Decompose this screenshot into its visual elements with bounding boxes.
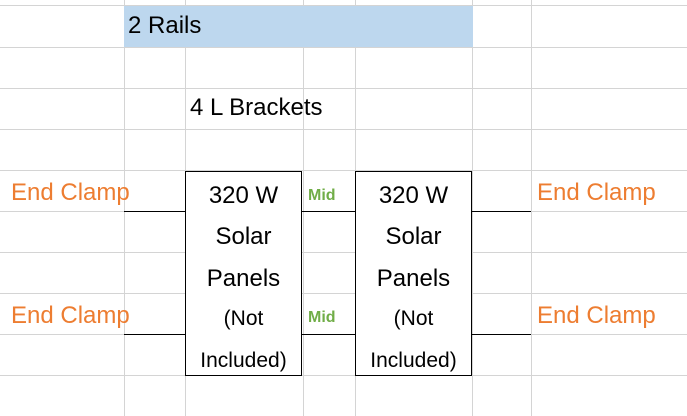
panel-line: Panels <box>206 265 281 292</box>
rail-line-right-bottom <box>472 334 531 335</box>
rail-line-mid-top <box>302 211 355 212</box>
panel-line: Included) <box>370 349 457 372</box>
end-clamp-left-top: End Clamp <box>11 179 130 206</box>
panel-line: (Not <box>223 307 264 330</box>
panel-line: 320 W <box>208 182 279 209</box>
title-cell-highlight[interactable] <box>124 6 473 47</box>
mid-clamp-top: Mid <box>308 187 336 204</box>
rail-line-mid-bottom <box>302 334 355 335</box>
brackets-label: 4 L Brackets <box>190 94 323 121</box>
end-clamp-left-bottom: End Clamp <box>11 302 130 329</box>
end-clamp-right-bottom: End Clamp <box>537 302 656 329</box>
end-clamp-right-top: End Clamp <box>537 179 656 206</box>
panel-line: Panels <box>376 265 451 292</box>
rails-title: 2 Rails <box>128 12 202 39</box>
rail-line-right-top <box>472 211 531 212</box>
mid-clamp-bottom: Mid <box>308 309 336 326</box>
panel-line: Solar <box>215 223 272 250</box>
solar-panel-left: 320 W Solar Panels (Not Included) <box>185 171 302 376</box>
panel-line: Solar <box>385 223 442 250</box>
rail-line-left-bottom <box>124 334 185 335</box>
panel-line: 320 W <box>378 182 449 209</box>
rail-line-left-top <box>124 211 185 212</box>
panel-line: Included) <box>200 349 287 372</box>
panel-line: (Not <box>393 307 434 330</box>
solar-panel-right: 320 W Solar Panels (Not Included) <box>355 171 472 376</box>
